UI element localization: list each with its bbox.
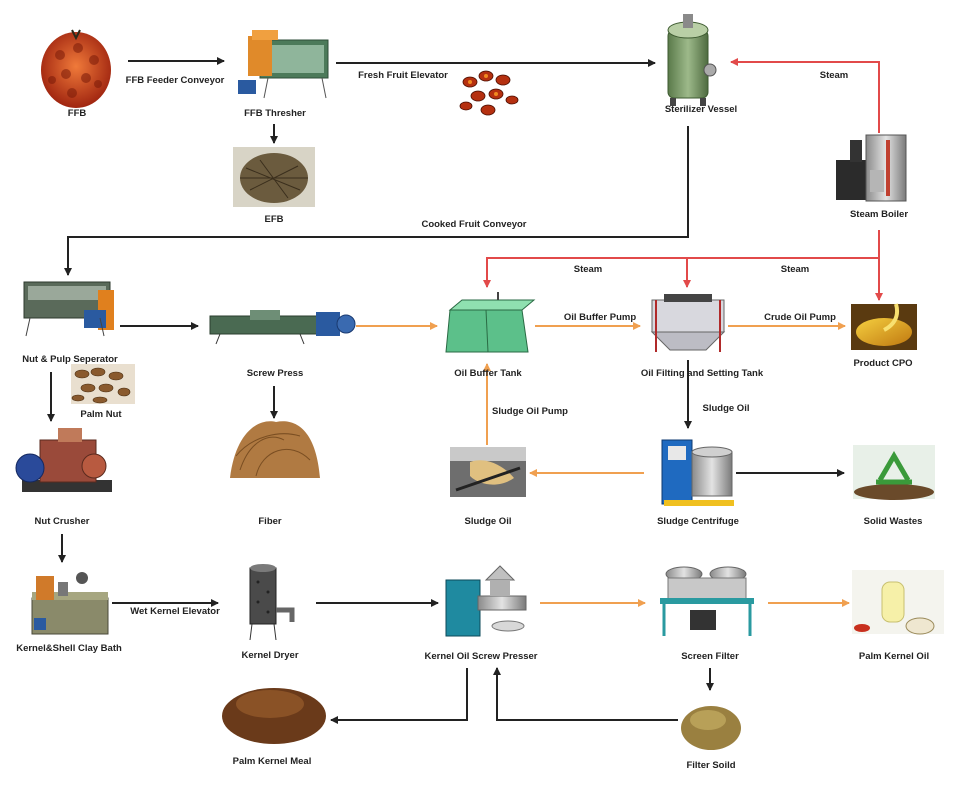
label-palm-kernel-oil: Palm Kernel Oil bbox=[859, 651, 929, 662]
label-kernel-clay-bath: Kernel&Shell Clay Bath bbox=[16, 643, 122, 654]
label-steam-boiler: Steam Boiler bbox=[850, 209, 908, 220]
label-steam-to-sterilizer: Steam bbox=[820, 70, 849, 81]
label-cooked-fruit-conveyor: Cooked Fruit Conveyor bbox=[421, 219, 526, 230]
solid-wastes-image bbox=[853, 445, 935, 500]
label-nut-pulp-separator: Nut & Pulp Seperator bbox=[22, 354, 118, 365]
nut-pulp-separator-image bbox=[23, 281, 114, 337]
sludge-centrifuge-image bbox=[661, 439, 734, 506]
label-ffb: FFB bbox=[68, 108, 87, 119]
label-palm-kernel-meal: Palm Kernel Meal bbox=[233, 756, 312, 767]
ffb-image bbox=[41, 29, 111, 108]
label-sludge-centrifuge: Sludge Centrifuge bbox=[657, 516, 739, 527]
label-sludge-oil-flow: Sludge Oil bbox=[703, 403, 750, 414]
arrow-filter-soild-to-presser bbox=[493, 667, 678, 721]
arrow-sterilizer-to-separator bbox=[64, 126, 689, 276]
label-oil-buffer-tank: Oil Buffer Tank bbox=[454, 368, 522, 379]
screw-press-image bbox=[209, 310, 356, 345]
label-nut-crusher: Nut Crusher bbox=[35, 516, 90, 527]
label-sludge-oil-pump: Sludge Oil Pump bbox=[492, 406, 568, 417]
label-steam-right: Steam bbox=[781, 264, 810, 275]
flow-arrows bbox=[47, 57, 883, 724]
label-oil-buffer-pump: Oil Buffer Pump bbox=[564, 312, 637, 323]
kernel-dryer-image bbox=[249, 564, 295, 641]
kernel-clay-bath-image bbox=[31, 572, 109, 635]
label-screw-press: Screw Press bbox=[247, 368, 304, 379]
oil-buffer-tank-image bbox=[440, 292, 536, 358]
arrow-steam-to-buffer-tank bbox=[483, 257, 879, 288]
label-filter-soild: Filter Soild bbox=[686, 760, 735, 771]
label-fiber: Fiber bbox=[258, 516, 282, 527]
product-cpo-image bbox=[851, 303, 917, 350]
steam-boiler-image bbox=[836, 134, 907, 202]
nut-crusher-image bbox=[15, 428, 112, 492]
ffb-thresher-image bbox=[238, 30, 329, 99]
label-steam-left: Steam bbox=[574, 264, 603, 275]
palm-kernel-meal-image bbox=[222, 688, 326, 744]
efb-image bbox=[233, 147, 315, 207]
flow-labels: FFB Feeder Conveyor Fresh Fruit Elevator… bbox=[126, 70, 849, 617]
label-screen-filter: Screen Filter bbox=[681, 651, 739, 662]
label-sterilizer-vessel: Sterilizer Vessel bbox=[665, 104, 737, 115]
label-crude-oil-pump: Crude Oil Pump bbox=[764, 312, 836, 323]
label-wet-kernel-elevator: Wet Kernel Elevator bbox=[130, 606, 220, 617]
label-oil-filting-tank: Oil Filting and Setting Tank bbox=[641, 368, 764, 379]
label-kernel-dryer: Kernel Dryer bbox=[241, 650, 298, 661]
sludge-oil-image bbox=[450, 447, 526, 497]
arrow-presser-to-meal bbox=[330, 668, 468, 724]
label-efb: EFB bbox=[265, 214, 284, 225]
fiber-image bbox=[226, 420, 322, 486]
screen-filter-image bbox=[660, 566, 754, 636]
sterilizer-vessel-image bbox=[667, 14, 717, 106]
equipment-labels: FFB FFB Thresher EFB Sterilizer Vessel S… bbox=[16, 104, 929, 771]
label-sludge-oil: Sludge Oil bbox=[465, 516, 512, 527]
label-fresh-fruit-elevator: Fresh Fruit Elevator bbox=[358, 70, 448, 81]
oil-filting-tank-image bbox=[650, 294, 726, 352]
label-kernel-oil-screw-presser: Kernel Oil Screw Presser bbox=[424, 651, 537, 662]
label-ffb-feeder-conveyor: FFB Feeder Conveyor bbox=[126, 75, 225, 86]
kernel-oil-screw-presser-image bbox=[445, 565, 527, 637]
filter-soild-image bbox=[679, 694, 743, 752]
arrow-boiler-to-sterilizer bbox=[730, 58, 880, 133]
label-product-cpo: Product CPO bbox=[853, 358, 912, 369]
palm-kernel-oil-image bbox=[852, 570, 944, 635]
label-ffb-thresher: FFB Thresher bbox=[244, 108, 306, 119]
palm-nut-image bbox=[71, 364, 135, 404]
fresh-fruit-image bbox=[458, 68, 520, 118]
label-solid-wastes: Solid Wastes bbox=[864, 516, 923, 527]
label-palm-nut: Palm Nut bbox=[80, 409, 122, 420]
